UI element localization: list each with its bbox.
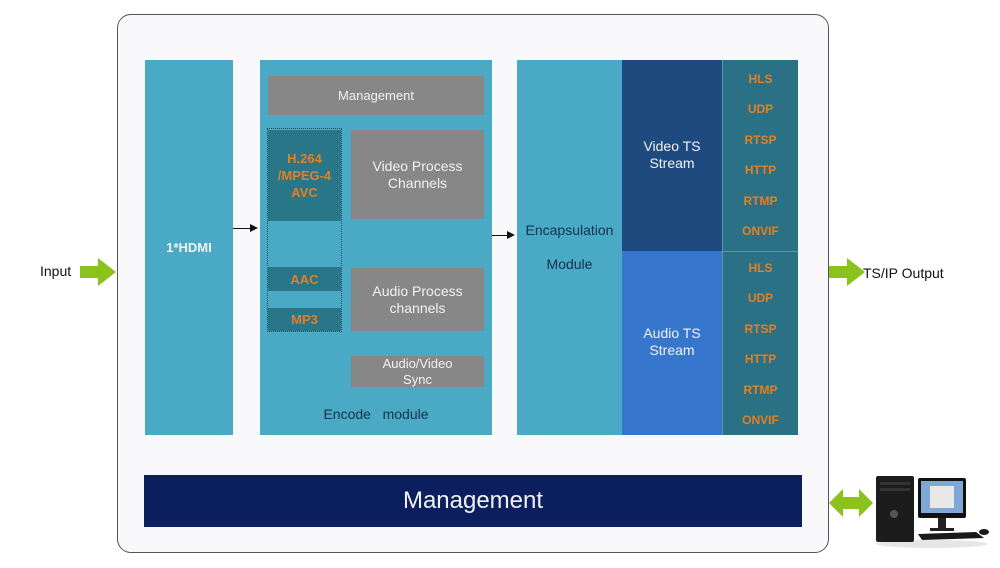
audio-protocols: HLS UDP RTSP HTTP RTMP ONVIF	[722, 251, 798, 435]
protocol-item: ONVIF	[742, 413, 779, 427]
audio-process-box: Audio Process channels	[351, 268, 484, 331]
computer-icon	[876, 476, 989, 548]
encode-module-label: Encode module	[323, 406, 429, 422]
hdmi-block: 1*HDMI	[145, 60, 233, 435]
input-arrow-icon	[80, 258, 116, 286]
arrow-head-icon	[250, 224, 258, 232]
encapsulation-label-2: Module	[546, 256, 593, 272]
mp3-box: MP3	[268, 308, 341, 331]
encapsulation-module	[517, 60, 622, 435]
protocol-item: RTMP	[743, 194, 778, 208]
protocol-item: RTSP	[744, 322, 777, 336]
management-bar-label: Management	[402, 487, 544, 514]
video-process-label: Video Process Channels	[372, 157, 463, 191]
av-sync-label: Audio/Video Sync	[382, 355, 453, 387]
protocol-item: UDP	[747, 291, 774, 305]
video-codec-label: H.264 /MPEG-4 AVC	[277, 151, 332, 200]
protocol-item: HLS	[748, 261, 773, 275]
input-label: Input	[40, 263, 72, 279]
codec-group	[267, 128, 342, 332]
av-sync-box: Audio/Video Sync	[351, 356, 484, 387]
mp3-label: MP3	[291, 312, 318, 327]
management-bar: Management	[144, 475, 802, 527]
protocol-item: UDP	[747, 102, 774, 116]
protocol-item: RTMP	[743, 383, 778, 397]
protocol-item: HTTP	[744, 163, 777, 177]
audio-process-label: Audio Process channels	[372, 282, 463, 316]
video-ts-label: Video TS Stream	[643, 138, 701, 171]
audio-ts-stream: Audio TS Stream	[622, 251, 722, 435]
protocol-item: HTTP	[744, 352, 777, 366]
aac-box: AAC	[268, 267, 341, 291]
video-protocols: HLS UDP RTSP HTTP RTMP ONVIF	[722, 60, 798, 251]
arrow-encode-encap	[492, 235, 508, 236]
aac-label: AAC	[290, 271, 319, 287]
video-codec-box: H.264 /MPEG-4 AVC	[268, 130, 341, 221]
encode-management-box: Management	[268, 76, 484, 115]
arrow-head-icon	[507, 231, 515, 239]
encode-management-label: Management	[338, 88, 414, 103]
arrow-hdmi-encode	[233, 228, 251, 229]
audio-ts-label: Audio TS Stream	[643, 325, 701, 358]
bidirectional-arrow-icon	[829, 489, 873, 517]
protocol-item: HLS	[748, 72, 773, 86]
output-arrow-icon	[829, 258, 865, 286]
video-process-box: Video Process Channels	[351, 130, 484, 219]
encapsulation-label-1: Encapsulation	[525, 222, 614, 238]
hdmi-label: 1*HDMI	[166, 240, 212, 255]
protocol-item: RTSP	[744, 133, 777, 147]
output-label: TS/IP Output	[863, 265, 944, 281]
video-ts-stream: Video TS Stream	[622, 60, 722, 251]
protocol-item: ONVIF	[742, 224, 779, 238]
